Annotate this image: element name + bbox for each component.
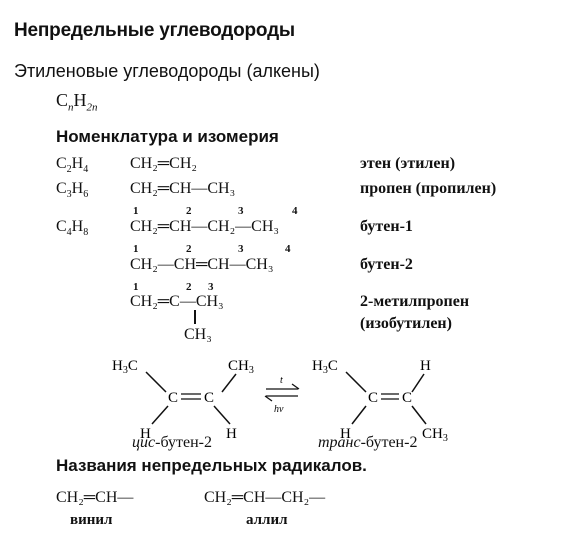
arrowhead — [291, 383, 300, 390]
trans-h-bottom: H — [340, 426, 351, 442]
fcs: 2 — [66, 164, 72, 176]
name-methylpropene: 2-метилпропен — [360, 293, 470, 310]
cis-ch3: CH3 — [228, 358, 254, 376]
num-3: 3 — [238, 205, 244, 217]
fh: H — [71, 155, 84, 172]
trans-prefix: транс — [318, 434, 361, 451]
num-1: 1 — [133, 205, 139, 217]
name-butene-1: бутен-1 — [360, 218, 413, 235]
num-1: 1 — [133, 243, 139, 255]
trans-name: транс-бутен-2 — [318, 434, 417, 452]
section-radicals: Названия непредельных радикалов. — [56, 456, 367, 475]
gen-c: C — [56, 90, 69, 110]
bond — [411, 373, 425, 393]
name-ethene: этен (этилен) — [360, 155, 456, 172]
section-nomenclature: Номенклатура и изомерия — [56, 127, 279, 146]
structure-propene: CH₂═CH—CH₃ — [130, 180, 236, 197]
cis-suffix: -бутен-2 — [155, 434, 212, 451]
bond — [221, 373, 237, 393]
trans-suffix: -бутен-2 — [360, 434, 418, 451]
fc: C — [56, 180, 67, 197]
num-2: 2 — [186, 205, 192, 217]
bond — [213, 405, 231, 425]
structure-butene-2: CH₂—CH═CH—CH₃ — [130, 256, 274, 273]
trans-h-top: H — [420, 358, 431, 374]
fh: H — [71, 218, 84, 235]
cis-c1: C — [168, 390, 178, 406]
num-2: 2 — [186, 281, 192, 293]
fh: H — [71, 180, 84, 197]
cis-c2: C — [204, 390, 214, 406]
formula-c4h8: C4H8 — [56, 218, 88, 238]
bond — [151, 405, 169, 425]
bond — [145, 371, 167, 393]
formula-c2h4: C2H4 — [56, 155, 88, 175]
fcs: 4 — [66, 227, 72, 239]
structure-methylpropene: CH₂═C—CH₃ — [130, 293, 224, 310]
trans-ch3: CH3 — [422, 426, 448, 444]
cis-h1: H — [140, 426, 151, 442]
gen-n2: 2n — [86, 101, 98, 114]
page-title: Непредельные углеводороды — [14, 20, 295, 41]
branch-bond — [194, 310, 196, 324]
num-3: 3 — [208, 281, 214, 293]
arrow-label-hv: hν — [274, 404, 284, 415]
fc: C — [56, 218, 67, 235]
bond — [411, 405, 427, 425]
arrow-label-t: t — [280, 375, 283, 386]
fcs: 3 — [66, 189, 72, 201]
num-1: 1 — [133, 281, 139, 293]
num-2: 2 — [186, 243, 192, 255]
radical-vinyl-structure: CH₂═CH— — [56, 489, 134, 506]
fc: C — [56, 155, 67, 172]
num-3: 3 — [238, 243, 244, 255]
cis-name: цис-бутен-2 — [132, 434, 212, 452]
bond — [345, 371, 367, 393]
cis-trans-diagram: H3C CH3 C C H H t hν H3C H C C H CH3 — [112, 358, 448, 444]
trans-c1: C — [368, 390, 378, 406]
name-butene-2: бутен-2 — [360, 256, 413, 273]
structure-ethene: CH₂═CH₂ — [130, 155, 197, 172]
name-isobutylene: (изобутилен) — [360, 315, 452, 332]
cis-h3c: H3C — [112, 358, 138, 376]
structure-butene-1: CH₂═CH—CH₂—CH₃ — [130, 218, 279, 235]
radical-vinyl-name: винил — [70, 512, 113, 528]
fhs: 8 — [83, 227, 89, 239]
gen-n1: n — [68, 101, 74, 114]
radical-allyl-structure: CH₂═CH—CH₂— — [204, 489, 326, 506]
name-propene: пропен (пропилен) — [360, 180, 497, 197]
radical-allyl-name: аллил — [246, 512, 288, 528]
branch-ch3: CH₃ — [184, 326, 212, 343]
fhs: 6 — [83, 189, 89, 201]
trans-h3c: H3C — [312, 358, 338, 376]
cis-h2: H — [226, 426, 237, 442]
general-formula: CnH2n — [56, 90, 98, 114]
gen-h: H — [73, 90, 87, 110]
arrowhead — [264, 395, 273, 402]
num-4: 4 — [285, 243, 291, 255]
subtitle: Этиленовые углеводороды (алкены) — [14, 61, 320, 81]
formula-c3h6: C3H6 — [56, 180, 88, 200]
num-4: 4 — [292, 205, 298, 217]
bond — [351, 405, 367, 425]
trans-c2: C — [402, 390, 412, 406]
cis-prefix: цис — [132, 434, 156, 451]
fhs: 4 — [83, 164, 89, 176]
